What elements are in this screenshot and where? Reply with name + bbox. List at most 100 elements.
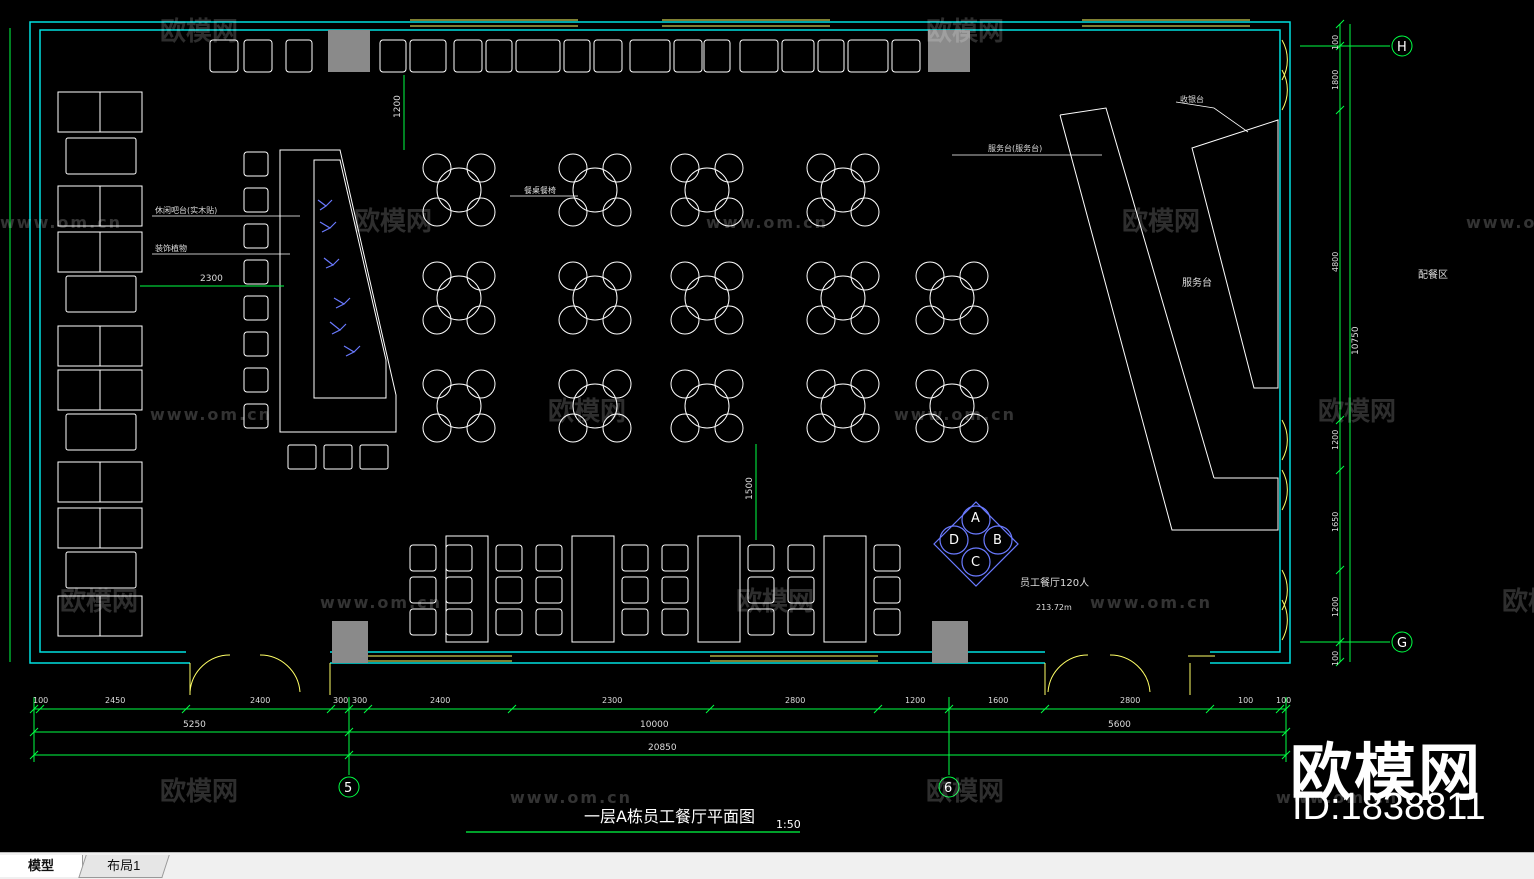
- seat: [243, 39, 273, 73]
- chair: [714, 369, 744, 399]
- chair: [670, 153, 700, 183]
- dimension-ticks: [29, 19, 1345, 760]
- seat: [781, 39, 815, 73]
- round-table: [436, 167, 482, 213]
- watermark-brand: 欧模网: [926, 776, 1004, 807]
- note-cashier: 收银台: [1180, 94, 1204, 104]
- note-bar: 休闲吧台(实木贴): [155, 205, 217, 215]
- dim-text: 100: [1331, 651, 1340, 666]
- chair: [670, 369, 700, 399]
- dim-text: 100: [1331, 35, 1340, 50]
- chair: [661, 576, 689, 604]
- chair: [445, 544, 473, 572]
- chair: [915, 369, 945, 399]
- chair: [445, 576, 473, 604]
- bar-stool: [243, 295, 269, 321]
- seat: [485, 39, 513, 73]
- dim-text: 2400: [250, 696, 270, 705]
- dim-total: 20850: [648, 743, 677, 753]
- chair: [850, 305, 880, 335]
- chair: [747, 576, 775, 604]
- chair: [747, 544, 775, 572]
- dim-text: 1200: [905, 696, 925, 705]
- chair: [409, 576, 437, 604]
- booth-seat: [65, 551, 137, 589]
- chair: [959, 369, 989, 399]
- watermark-brand: 欧模网: [1318, 396, 1396, 427]
- grid-label-6: 6: [944, 781, 952, 796]
- chair: [602, 153, 632, 183]
- left-booth-seats: [57, 91, 143, 637]
- chair: [787, 576, 815, 604]
- chair: [535, 608, 563, 636]
- leader-lines: [152, 101, 1249, 255]
- watermark-url: www.om.cn: [510, 788, 632, 807]
- note-plants: 装饰植物: [155, 243, 187, 253]
- chair: [409, 544, 437, 572]
- chair: [422, 305, 452, 335]
- dim-left: 2300: [200, 274, 223, 284]
- chair: [558, 369, 588, 399]
- chair: [602, 197, 632, 227]
- round-table: [572, 275, 618, 321]
- chair: [787, 608, 815, 636]
- chair: [495, 544, 523, 572]
- chair: [621, 608, 649, 636]
- chair: [959, 261, 989, 291]
- chair: [558, 413, 588, 443]
- chair: [915, 305, 945, 335]
- seat: [563, 39, 591, 73]
- round-table: [820, 275, 866, 321]
- seat: [673, 39, 703, 73]
- dimension-lines: [9, 24, 1390, 775]
- watermark-url: www.om.cn: [0, 213, 122, 232]
- seat: [847, 39, 889, 73]
- chair: [850, 369, 880, 399]
- chair: [558, 305, 588, 335]
- chair: [445, 608, 473, 636]
- watermark-url: www.om.cn: [1090, 593, 1212, 612]
- chair: [466, 261, 496, 291]
- tab-model[interactable]: 模型: [0, 855, 83, 877]
- label-area: 213.72m: [1036, 603, 1072, 612]
- dim-text: 300: [352, 696, 367, 705]
- chair: [850, 413, 880, 443]
- grid-bubbles: [338, 35, 1413, 798]
- dim-text: 1200: [1331, 597, 1340, 617]
- bar-stool: [243, 223, 269, 249]
- round-table: [820, 167, 866, 213]
- bar-stool: [243, 331, 269, 357]
- round-table: [572, 383, 618, 429]
- chair: [714, 261, 744, 291]
- dim-10000: 10000: [640, 720, 669, 730]
- chair: [466, 369, 496, 399]
- dim-text: 1200: [1331, 430, 1340, 450]
- watermark-logo-text: 欧模网: [1290, 736, 1483, 809]
- booth-seat: [65, 413, 137, 451]
- round-table: [436, 383, 482, 429]
- decor-plants: [317, 199, 361, 357]
- seat: [891, 39, 921, 73]
- dim-text: 2300: [602, 696, 622, 705]
- chair: [873, 544, 901, 572]
- chair: [422, 369, 452, 399]
- grid-label-5: 5: [344, 781, 352, 796]
- seat: [285, 39, 313, 73]
- rect-table: [445, 535, 489, 643]
- tab-layout1[interactable]: 布局1: [78, 855, 170, 878]
- drawing-title: 一层A栋员工餐厅平面图: [584, 807, 755, 826]
- chair: [806, 305, 836, 335]
- bar-counter: [279, 149, 397, 470]
- round-table: [684, 275, 730, 321]
- chair: [621, 544, 649, 572]
- dim-text: 2450: [105, 696, 125, 705]
- chair: [621, 576, 649, 604]
- chair: [806, 413, 836, 443]
- watermark-brand: 欧模网: [160, 16, 238, 47]
- chair: [806, 369, 836, 399]
- chair: [602, 261, 632, 291]
- round-table: [929, 383, 975, 429]
